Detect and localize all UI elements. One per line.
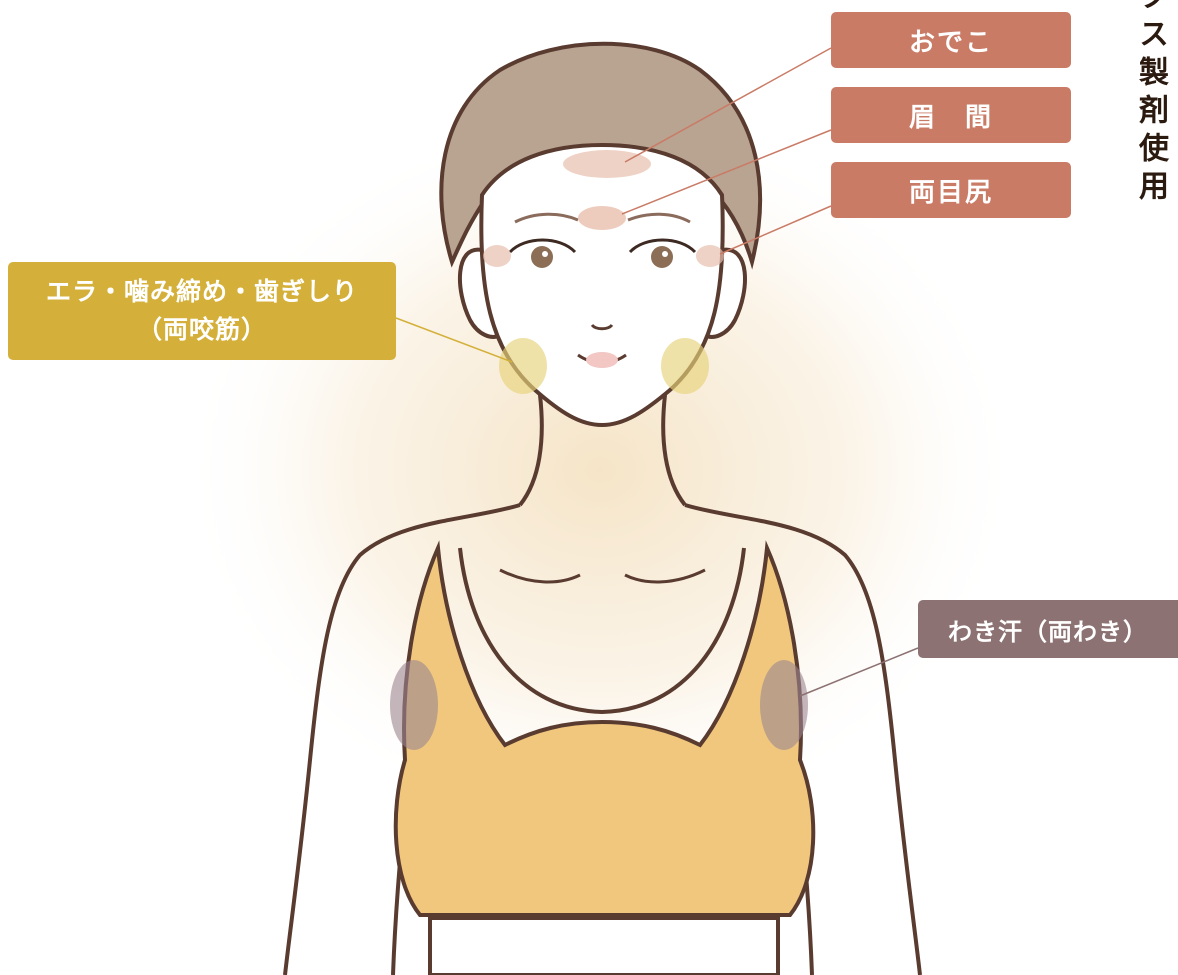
right-crows-feet-spot <box>696 245 724 267</box>
lips <box>586 352 618 368</box>
crows-feet-label: 両目尻 <box>831 162 1071 218</box>
glabella-spot <box>578 206 626 230</box>
right-jaw-spot <box>661 338 709 394</box>
glabella-label: 眉 間 <box>831 87 1071 143</box>
right-armpit-spot <box>760 660 808 750</box>
jaw-label-line1: エラ・噛み締め・歯ぎしり <box>46 273 358 311</box>
vertical-title: クス製剤使用 <box>1132 0 1172 208</box>
waistband <box>430 918 778 975</box>
left-crows-feet-spot <box>483 245 511 267</box>
left-armpit-spot <box>390 660 438 750</box>
jaw-label-line2: （両咬筋） <box>137 311 267 349</box>
left-jaw-spot <box>499 338 547 394</box>
forehead-label: おでこ <box>831 12 1071 68</box>
jaw-label: エラ・噛み締め・歯ぎしり （両咬筋） <box>8 262 396 360</box>
armpit-label: わき汗（両わき） <box>918 600 1178 658</box>
